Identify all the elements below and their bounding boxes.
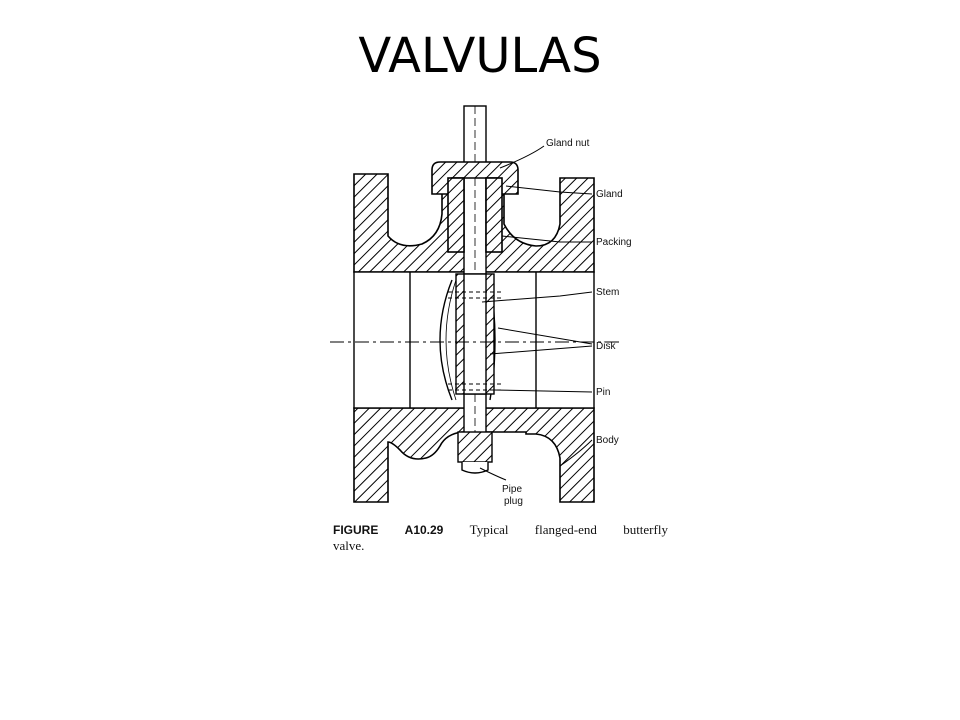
- valve-drawing: Gland nut Gland Packing Stem Disk Pin Bo…: [330, 105, 632, 507]
- label-gland-nut: Gland nut: [546, 138, 590, 149]
- callout-lines: [479, 145, 593, 481]
- figure-caption: FIGURE A10.29 Typical flanged-end butter…: [333, 522, 668, 554]
- caption-word-3: butterfly: [623, 522, 668, 537]
- caption-word-1: Typical: [469, 522, 509, 537]
- label-packing: Packing: [596, 237, 632, 248]
- slide-title: VALVULAS: [358, 28, 602, 84]
- butterfly-valve-figure: Gland nut Gland Packing Stem Disk Pin Bo…: [330, 96, 700, 526]
- label-body: Body: [596, 435, 619, 446]
- pipe-plug: [457, 431, 493, 474]
- label-pipe: Pipe: [502, 484, 522, 495]
- pins: [448, 291, 502, 391]
- caption-line-2: valve.: [333, 538, 365, 553]
- label-stem: Stem: [596, 287, 619, 298]
- caption-figure-word: FIGURE: [333, 523, 379, 537]
- gland-assembly: [431, 161, 519, 253]
- label-pin: Pin: [596, 387, 610, 398]
- label-gland: Gland: [596, 189, 623, 200]
- stem: [455, 105, 495, 467]
- caption-figure-number: A10.29: [404, 523, 444, 537]
- label-disk: Disk: [596, 341, 616, 352]
- caption-word-2: flanged-end: [534, 522, 597, 537]
- label-plug: plug: [504, 496, 523, 507]
